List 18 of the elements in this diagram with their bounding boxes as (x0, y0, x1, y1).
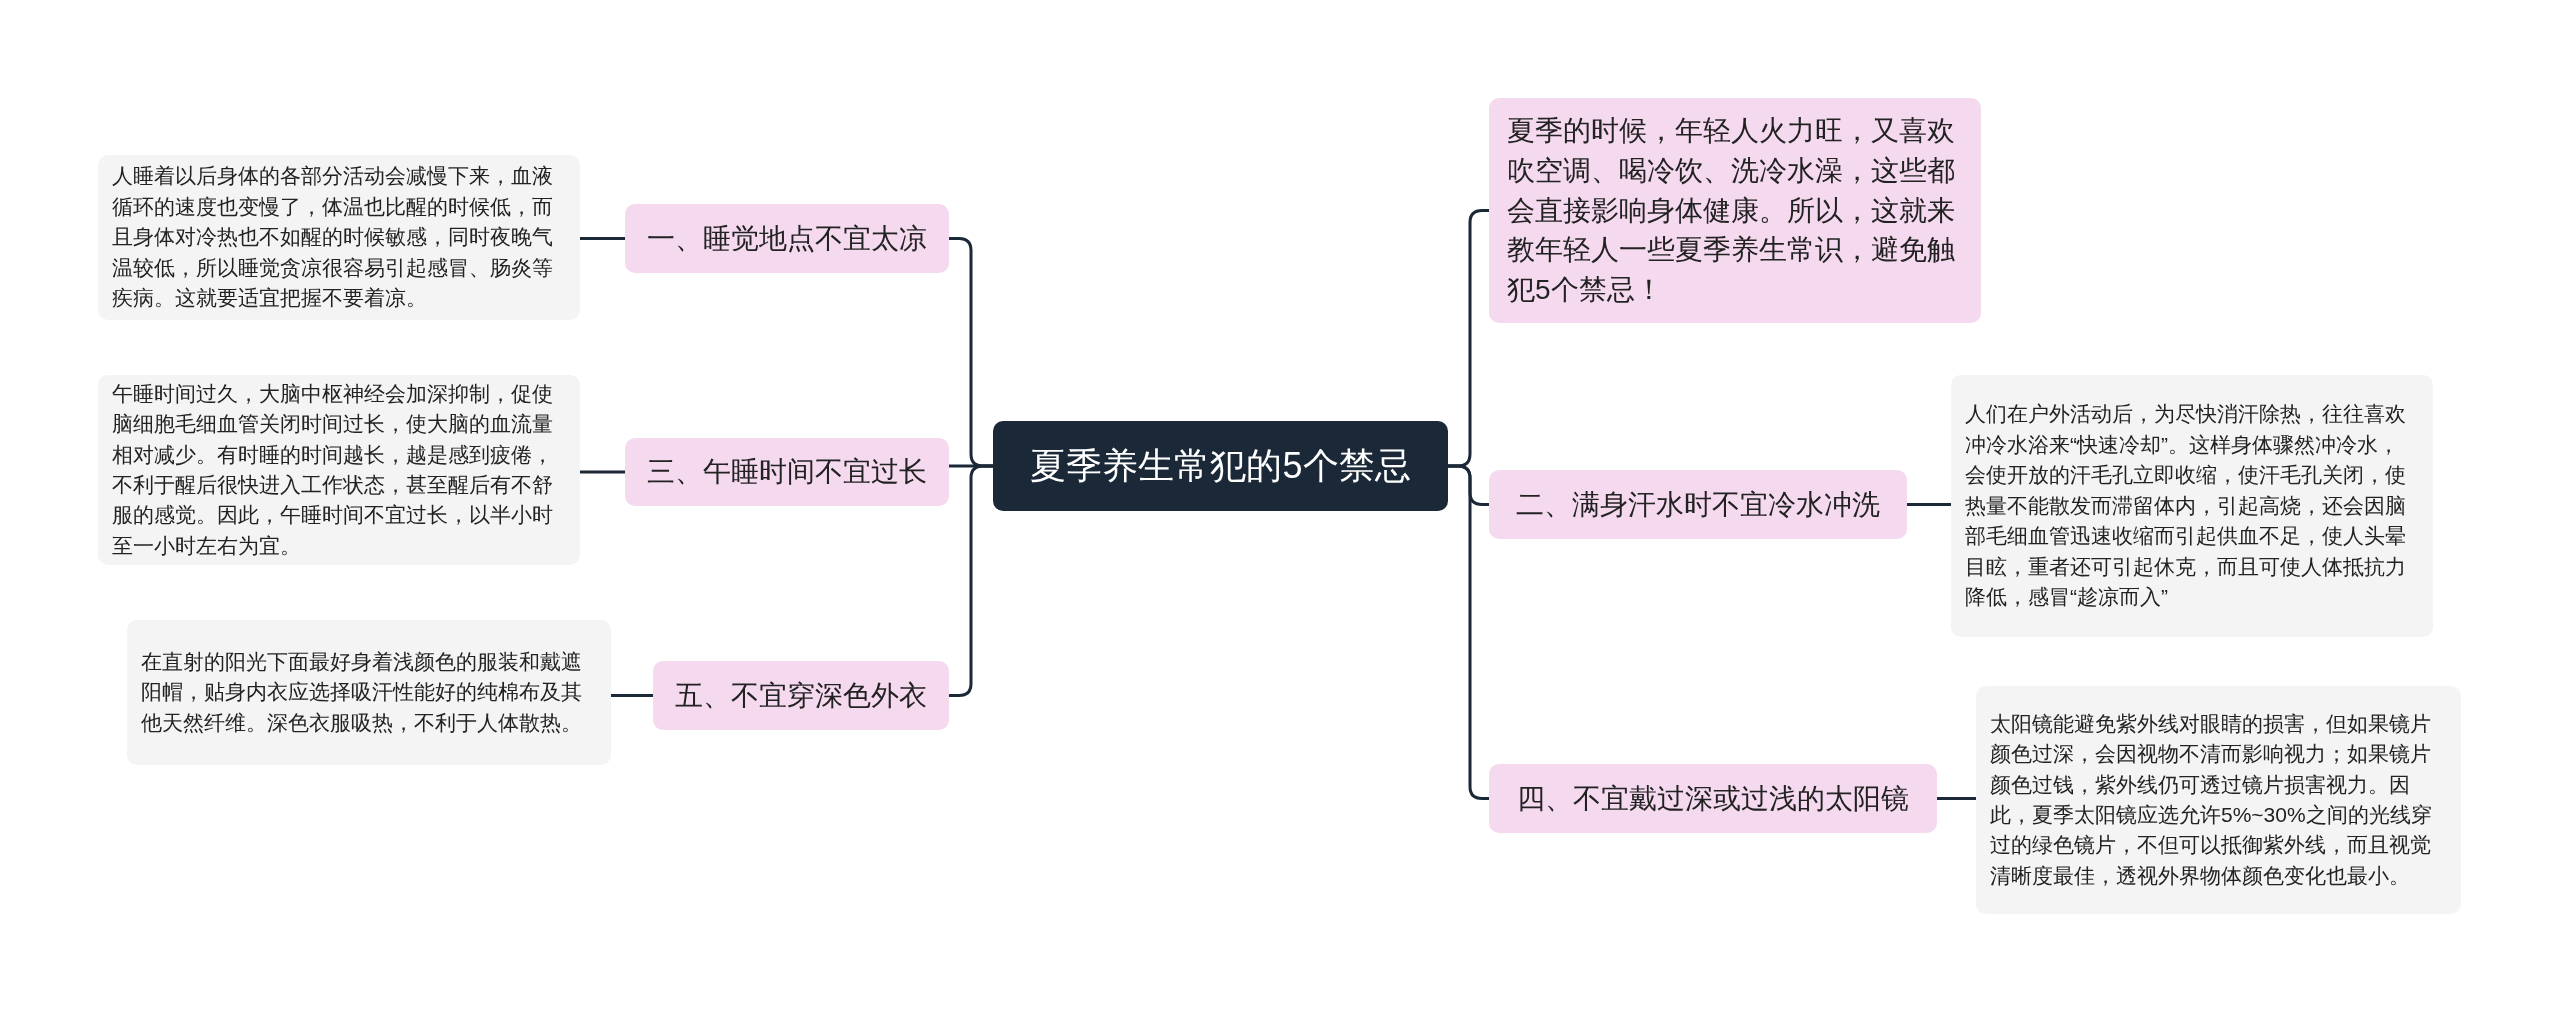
topic-box: 夏季养生常犯的5个禁忌 (993, 421, 1448, 511)
branch-box: 二、满身汗水时不宜冷水冲洗 (1489, 470, 1907, 539)
note-box: 太阳镜能避免紫外线对眼睛的损害，但如果镜片颜色过深，会因视物不清而影响视力；如果镜片颜色过钱，紫外线仍可透过镜片损害视力。因此，夏季太阳镜应选允许5%~30%之间的光线穿过的绿色镜片，不但可以抵御紫外线，而且视觉清晰度最佳，透视外界物体颜色变化也最小。 (1976, 686, 2461, 914)
note-box: 在直射的阳光下面最好身着浅颜色的服装和戴遮阳帽，贴身内衣应选择吸汗性能好的纯棉布及其他天然纤维。深色衣服吸热，不利于人体散热。 (127, 620, 611, 765)
branch-box: 五、不宜穿深色外衣 (653, 661, 949, 730)
connector-line (1937, 797, 1976, 800)
note-box: 人们在户外活动后，为尽快消汗除热，往往喜欢冲冷水浴来“快速冷却”。这样身体骤然冲冷水，会使开放的汗毛孔立即收缩，使汗毛孔关闭，使热量不能散发而滞留体内，引起高烧，还会因脑部毛细血管迅速收缩而引起供血不足，使人头晕目眩，重者还可引起休克，而且可使人体抵抗力降低，感冒“趁凉而入” (1951, 375, 2433, 637)
connector-line (611, 694, 653, 697)
branch-box: 四、不宜戴过深或过浅的太阳镜 (1489, 764, 1937, 833)
connector-line (580, 470, 625, 474)
intro-box: 夏季的时候，年轻人火力旺，又喜欢吹空调、喝冷饮、洗冷水澡，这些都会直接影响身体健康。所以，这就来教年轻人一些夏季养生常识，避免触犯5个禁忌！ (1489, 98, 1981, 323)
branch-box: 三、午睡时间不宜过长 (625, 438, 949, 506)
connector-line (1907, 503, 1951, 506)
connector-line (580, 237, 625, 240)
connector-line (949, 464, 993, 697)
note-box: 午睡时间过久，大脑中枢神经会加深抑制，促使脑细胞毛细血管关闭时间过长，使大脑的血流量相对减少。有时睡的时间越长，越是感到疲倦，不利于醒后很快进入工作状态，甚至醒后有不舒服的感觉。因此，午睡时间不宜过长，以半小时至一小时左右为宜。 (98, 375, 580, 565)
note-box: 人睡着以后身体的各部分活动会减慢下来，血液循环的速度也变慢了，体温也比醒的时候低，而且身体对冷热也不如醒的时候敏感，同时夜晚气温较低，所以睡觉贪凉很容易引起感冒、肠炎等疾病。这就要适宜把握不要着凉。 (98, 155, 580, 320)
branch-box: 一、睡觉地点不宜太凉 (625, 204, 949, 273)
